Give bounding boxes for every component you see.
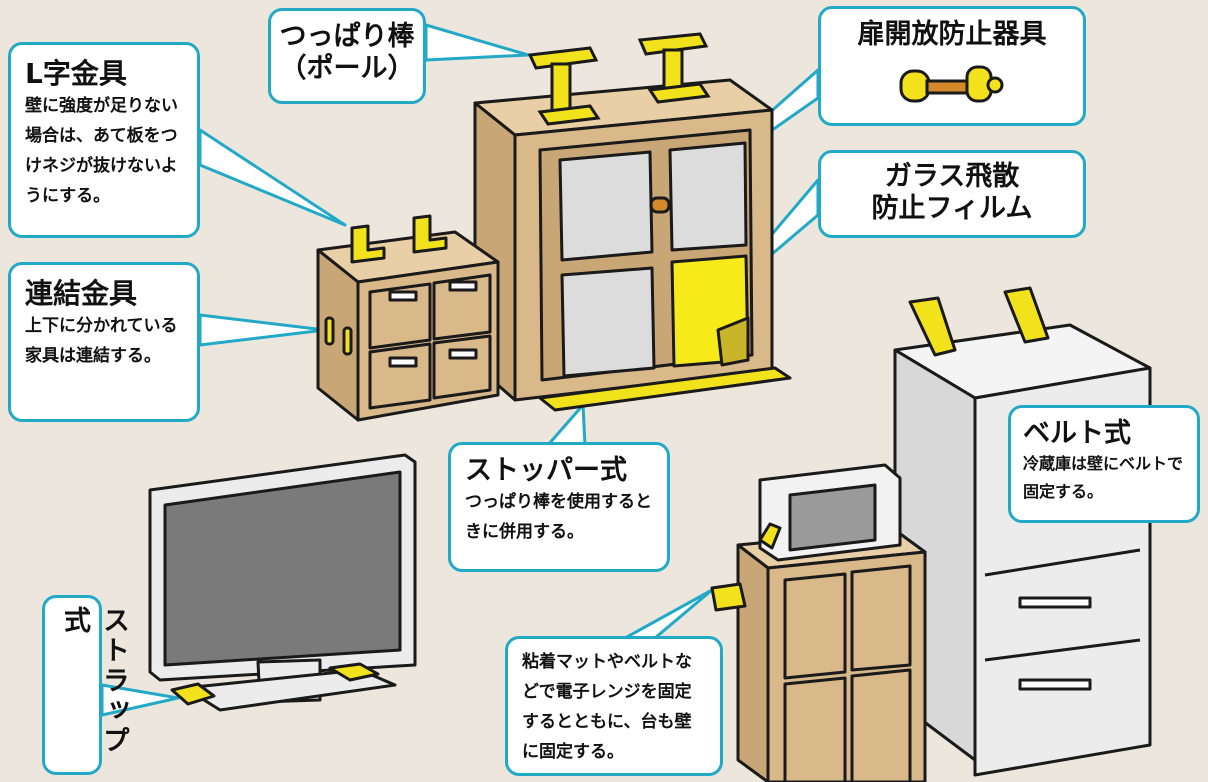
- pointer-connector: [198, 313, 327, 347]
- pointer-stopper: [546, 403, 587, 447]
- pointer-tension-rod: [424, 23, 530, 62]
- belt-title: ベルト式: [1023, 418, 1131, 449]
- drawer-chest: [316, 214, 500, 422]
- connector-title: 連結金具: [25, 277, 138, 310]
- callout-l-bracket: L字金具 壁に強度が足りない場合は、あて板をつけネジが抜けないようにする。: [8, 42, 200, 238]
- television: [148, 453, 417, 712]
- callout-microwave: 粘着マットやベルトなどで電子レンジを固定するとともに、台も壁に固定する。: [505, 636, 723, 776]
- pointer-l-bracket: [198, 128, 347, 227]
- l-bracket-desc: 壁に強度が足りない場合は、あて板をつけネジが抜けないようにする。: [25, 96, 178, 206]
- glass-cabinet: [473, 78, 792, 412]
- tension-rod-title-line1: つっぱり棒: [279, 21, 415, 52]
- callout-connector: 連結金具 上下に分かれている家具は連結する。: [8, 262, 200, 422]
- microwave-desc: 粘着マットやベルトなどで電子レンジを固定するとともに、台も壁に固定する。: [522, 652, 692, 762]
- callout-tension-rod: つっぱり棒 （ポール）: [268, 8, 426, 104]
- tension-rods: [527, 32, 711, 126]
- door-latch-icon: [899, 65, 1004, 103]
- callout-belt: ベルト式 冷蔵庫は壁にベルトで固定する。: [1008, 405, 1200, 523]
- callout-glass-film: ガラス飛散 防止フィルム: [818, 150, 1086, 238]
- glass-film-title-line2: 防止フィルム: [871, 193, 1033, 224]
- callout-door-stopper: 扉開放防止器具: [818, 6, 1086, 126]
- pointer-strap: [100, 683, 180, 717]
- door-stopper-title: 扉開放防止器具: [857, 19, 1047, 50]
- pointer-microwave: [623, 588, 714, 640]
- stopper-desc: つっぱり棒を使用するときに併用する。: [465, 492, 652, 542]
- l-bracket-title: L字金具: [25, 57, 127, 90]
- microwave-stand: [710, 463, 927, 782]
- glass-film-title-line1: ガラス飛散: [884, 161, 1020, 192]
- strap-title: ストラップ式: [59, 606, 129, 756]
- callout-stopper: ストッパー式 つっぱり棒を使用するときに併用する。: [448, 442, 670, 572]
- stopper-title: ストッパー式: [465, 455, 627, 486]
- callout-strap: ストラップ式: [42, 595, 129, 775]
- belt-desc: 冷蔵庫は壁にベルトで固定する。: [1023, 454, 1184, 501]
- connector-desc: 上下に分かれている家具は連結する。: [25, 316, 178, 366]
- tension-rod-title-line2: （ポール）: [279, 53, 415, 84]
- refrigerator: [893, 286, 1152, 777]
